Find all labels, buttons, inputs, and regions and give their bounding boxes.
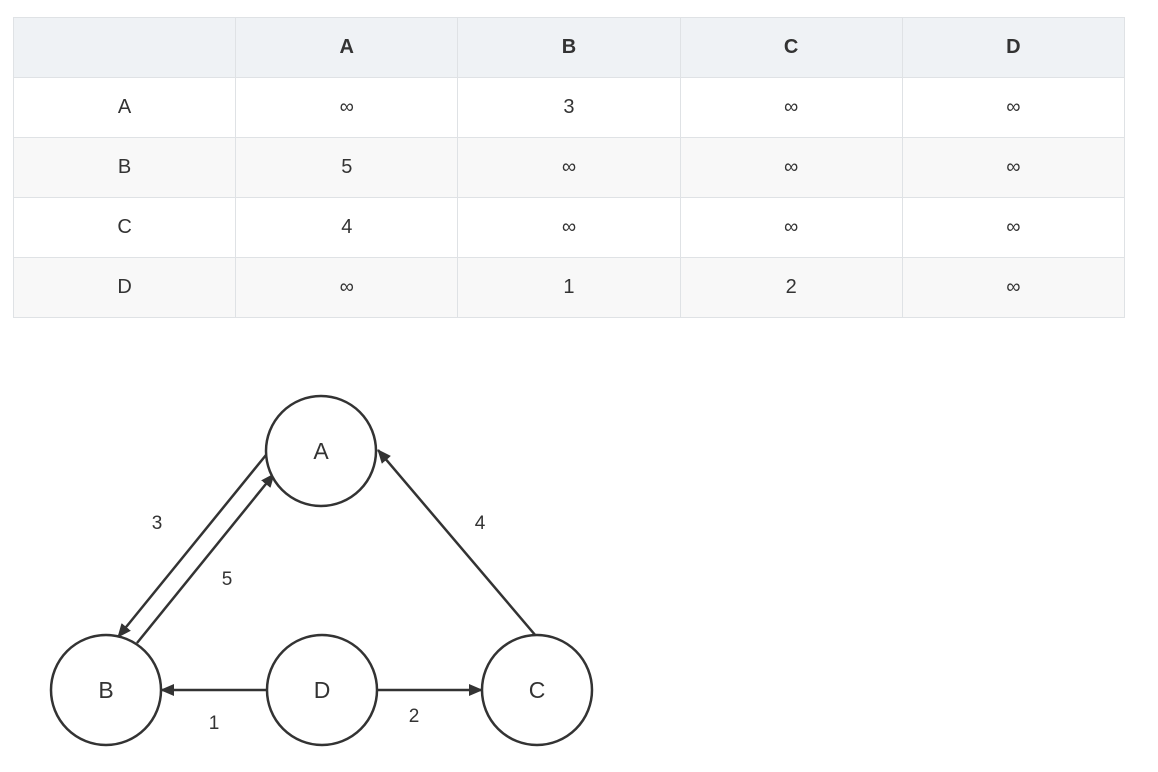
table-cell: ∞ [901, 257, 1126, 318]
table-cell: 5 [235, 137, 459, 198]
table-corner-cell [12, 17, 237, 78]
node-circle [264, 394, 378, 508]
edge-weight-d-to-c: 2 [409, 706, 420, 727]
edge-a-to-b [117, 454, 267, 638]
table-row: D ∞ 1 2 ∞ [12, 257, 1126, 318]
column-header-c: C [679, 17, 903, 78]
edge-weight-b-to-a: 5 [222, 569, 233, 590]
adjacency-matrix-table: A B C D A ∞ 3 ∞ ∞ B 5 ∞ ∞ ∞ C 4 ∞ ∞ ∞ D [12, 17, 1126, 318]
table-cell: ∞ [457, 197, 681, 258]
edge-c-to-a [377, 449, 537, 637]
row-header-a: A [12, 77, 237, 138]
node-label: A [313, 438, 329, 464]
table-row: A ∞ 3 ∞ ∞ [12, 77, 1126, 138]
column-header-d: D [901, 17, 1126, 78]
edge-weight-a-to-b: 3 [152, 513, 163, 534]
row-header-b: B [12, 137, 237, 198]
graph-node-d: D [265, 633, 379, 747]
node-label: D [314, 677, 331, 703]
table-cell: 3 [457, 77, 681, 138]
table-cell: ∞ [679, 77, 903, 138]
graph-node-c: C [480, 633, 594, 747]
table-cell: ∞ [679, 137, 903, 198]
table-row: B 5 ∞ ∞ ∞ [12, 137, 1126, 198]
graph-node-a: A [264, 394, 378, 508]
node-label: B [98, 677, 113, 703]
graph-node-b: B [49, 633, 163, 747]
table-cell: ∞ [235, 77, 459, 138]
table-cell: 2 [679, 257, 903, 318]
table-header-row: A B C D [12, 17, 1126, 78]
edge-weight-c-to-a: 4 [475, 513, 486, 534]
table-cell: ∞ [901, 137, 1126, 198]
table-row: C 4 ∞ ∞ ∞ [12, 197, 1126, 258]
node-circle [265, 633, 379, 747]
edge-weight-d-to-b: 1 [209, 713, 220, 734]
node-circle [480, 633, 594, 747]
table-cell: ∞ [235, 257, 459, 318]
table-cell: ∞ [457, 137, 681, 198]
table-cell: ∞ [901, 77, 1126, 138]
row-header-c: C [12, 197, 237, 258]
table-cell: ∞ [679, 197, 903, 258]
node-circle [49, 633, 163, 747]
edge-b-to-a [136, 473, 275, 644]
table-cell: 1 [457, 257, 681, 318]
node-label: C [529, 677, 546, 703]
column-header-b: B [457, 17, 681, 78]
